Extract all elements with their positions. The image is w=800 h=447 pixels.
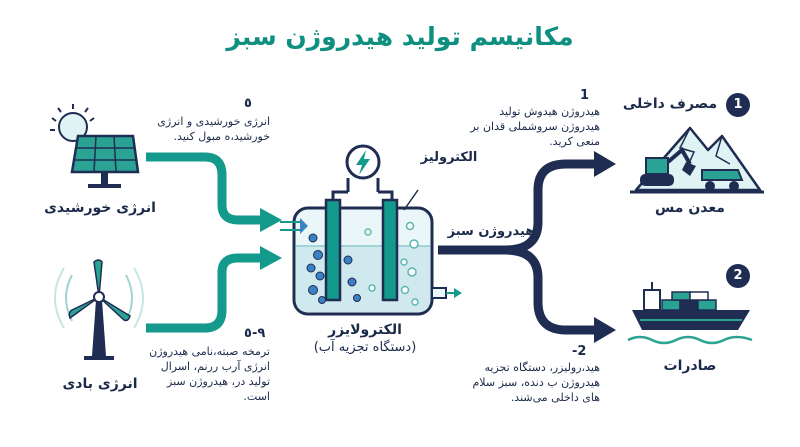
export-badge: 2 [726,264,750,288]
copper-mine-label: معدن مس [655,200,725,216]
electrolysis-label: الکترولیز [420,150,478,165]
page-title: مکانیسم تولید هیدروژن سبز [226,22,574,51]
domestic-use-label: مصرف داخلی [622,96,718,112]
green-hydrogen-label: هیدروژن سبز [447,224,535,239]
wind-turbine-icon [54,259,144,360]
solar-energy-label: انرژی خورشیدی [44,200,156,216]
hydrogen-output-arrows [438,151,616,343]
hydrogen-bubbles [306,233,361,304]
oxygen-bubbles [364,221,419,306]
domestic-badge: 1 [726,93,750,117]
electrolyzer-name: الکترولایزر [328,322,402,338]
cargo-ship-icon [627,282,753,345]
output-note1: هیدروژن هیدوش تولید هیدروژن سروشملی قدان… [470,105,600,148]
electrolyzer-icon [280,144,462,316]
output-note1-number: 1 [580,88,590,103]
wind-note-number: ٩-٥ [244,326,266,341]
wind-energy-label: انرژی بادی [62,376,138,392]
solar-note: انرژی خورشیدی و انرژی خورشید،ه مبول کنید… [157,115,270,143]
copper-mine-icon [630,126,764,194]
electrolyzer-subname: (دستگاه تجزیه آب) [313,340,417,355]
wind-input-arrow [146,246,282,333]
solar-note-number: ٥ [244,96,252,111]
wind-note: ترمخه صبته،نامی هیدروژن انرژی آرب ررنم، … [149,345,270,403]
export-label: صادرات [663,358,717,374]
solar-input-arrow [146,152,282,232]
output-note2-number: -2 [572,344,587,359]
solar-panel-icon [50,104,140,188]
output-note2: هید،رولیزر، دستگاه تجزیه هیدروژن ب دنده،… [472,361,601,404]
